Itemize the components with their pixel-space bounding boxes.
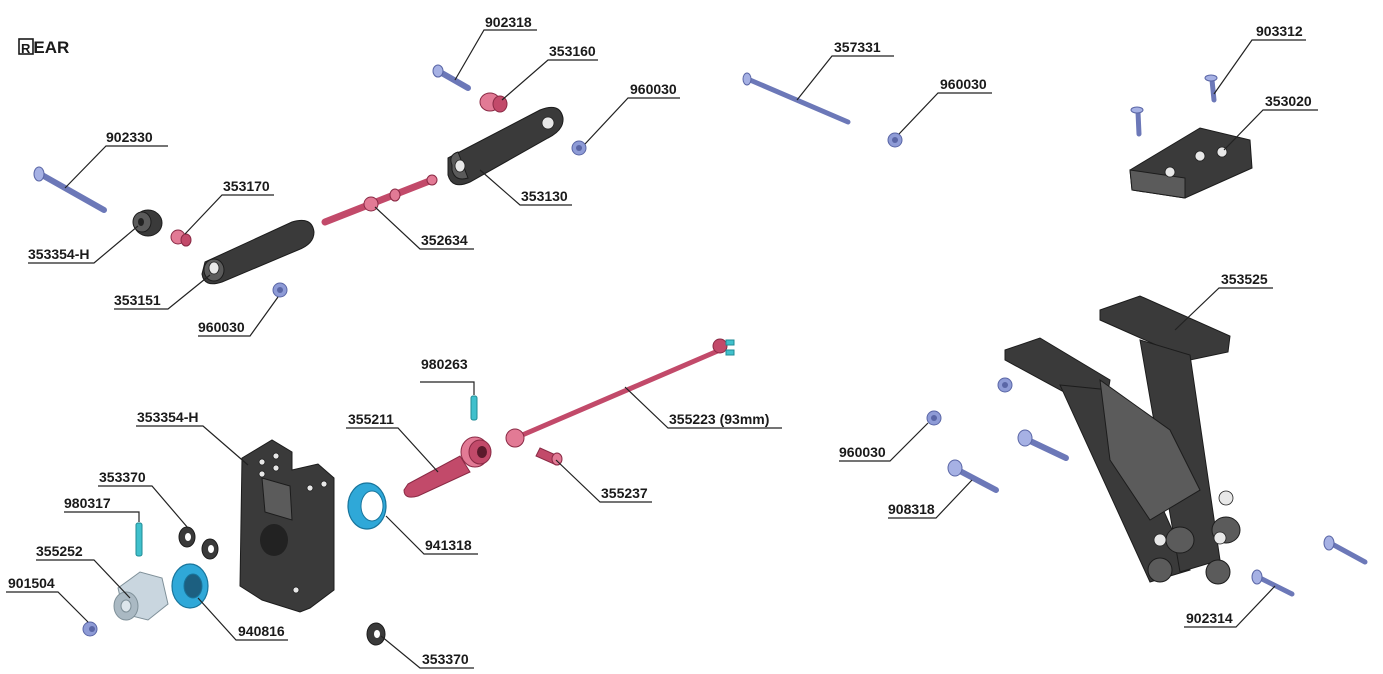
arm-353151 — [201, 219, 315, 285]
label-940816: 940816 — [238, 623, 285, 639]
label-353370-a: 353370 — [99, 469, 146, 485]
arm-353130 — [447, 106, 564, 186]
leader-353354-h-b — [136, 425, 249, 466]
leader-941318 — [385, 515, 478, 555]
label-353354-h-a: 353354-H — [28, 246, 90, 262]
leader-353130 — [479, 169, 572, 206]
label-902318: 902318 — [485, 14, 532, 30]
bearing-940816 — [171, 563, 209, 609]
screw-902330 — [33, 166, 107, 213]
mount-block-353020 — [1129, 127, 1253, 199]
leader-353354-h-a — [28, 225, 139, 264]
leader-980263 — [420, 381, 475, 395]
label-908318: 908318 — [888, 501, 935, 517]
label-353160: 353160 — [549, 43, 596, 59]
label-352634: 352634 — [421, 232, 468, 248]
nut-960030-d — [926, 377, 1013, 426]
leader-353160 — [501, 59, 598, 101]
label-353151: 353151 — [114, 292, 161, 308]
leader-353525 — [1174, 287, 1273, 331]
leader-353370-b — [380, 635, 474, 669]
label-353020: 353020 — [1265, 93, 1312, 109]
hub-carrier-353354-h — [239, 439, 335, 613]
leader-960030-d — [839, 422, 929, 462]
screw-901504 — [82, 621, 98, 637]
label-353525: 353525 — [1221, 271, 1268, 287]
label-941318: 941318 — [425, 537, 472, 553]
leader-355211 — [346, 427, 439, 473]
leader-352634 — [374, 206, 474, 250]
leader-960030-a — [584, 97, 680, 145]
hex-hub-355252 — [113, 571, 169, 621]
pin-357331 — [742, 72, 851, 125]
leader-902318 — [454, 29, 537, 81]
screw-908318 — [947, 429, 1069, 493]
leader-980317 — [64, 511, 140, 522]
label-980263: 980263 — [421, 356, 468, 372]
leader-355237 — [555, 459, 652, 503]
leader-960030-c — [198, 296, 279, 337]
leader-908318 — [888, 479, 973, 519]
label-903312: 903312 — [1256, 23, 1303, 39]
label-902330: 902330 — [106, 129, 153, 145]
nut-960030-c — [272, 282, 288, 298]
label-353130: 353130 — [521, 188, 568, 204]
label-355237: 355237 — [601, 485, 648, 501]
screw-902318 — [432, 64, 471, 91]
label-960030-b: 960030 — [940, 76, 987, 92]
label-960030-d: 960030 — [839, 444, 886, 460]
pin-980317 — [135, 522, 143, 557]
leader-903312 — [1213, 39, 1306, 95]
ball-stud-353160 — [479, 92, 508, 113]
ball-stud-353170 — [170, 229, 192, 247]
screw-903312 — [1130, 74, 1218, 137]
leader-353151 — [114, 274, 211, 310]
label-960030-a: 960030 — [630, 81, 677, 97]
leader-940816 — [197, 597, 288, 641]
leader-355252 — [36, 559, 131, 599]
leader-355223 — [624, 386, 782, 429]
leader-357331 — [796, 55, 894, 101]
driveshaft-355223 — [505, 338, 735, 448]
leader-902314 — [1184, 585, 1276, 628]
leader-901504 — [6, 591, 89, 623]
label-355223: 355223 (93mm) — [669, 411, 769, 427]
label-355252: 355252 — [36, 543, 83, 559]
axle-355211 — [403, 436, 492, 498]
rear-body-mount-353525 — [1004, 295, 1241, 585]
turnbuckle-352634 — [321, 174, 438, 226]
leader-902330 — [64, 145, 168, 189]
label-980317: 980317 — [64, 495, 111, 511]
pin-980263 — [470, 395, 478, 421]
leader-960030-b — [898, 92, 992, 135]
nut-960030-a — [571, 140, 587, 156]
nut-960030-b — [887, 132, 903, 148]
label-355211: 355211 — [348, 411, 394, 427]
label-353354-h-b: 353354-H — [137, 409, 199, 425]
label-353170: 353170 — [223, 178, 270, 194]
screw-902314 — [1251, 535, 1368, 597]
bearing-941318 — [347, 482, 387, 530]
leader-353370-a — [98, 485, 189, 529]
sleeve-355237 — [535, 447, 563, 466]
label-353370-b: 353370 — [422, 651, 469, 667]
label-960030-c: 960030 — [198, 319, 245, 335]
leader-353170 — [184, 194, 274, 235]
washer-353370-b — [366, 622, 386, 646]
label-357331: 357331 — [834, 39, 881, 55]
label-901504: 901504 — [8, 575, 55, 591]
leader-353020 — [1223, 109, 1318, 151]
spacer-353354-h-a — [132, 209, 163, 237]
label-902314: 902314 — [1186, 610, 1233, 626]
washer-353370-a — [178, 526, 219, 560]
